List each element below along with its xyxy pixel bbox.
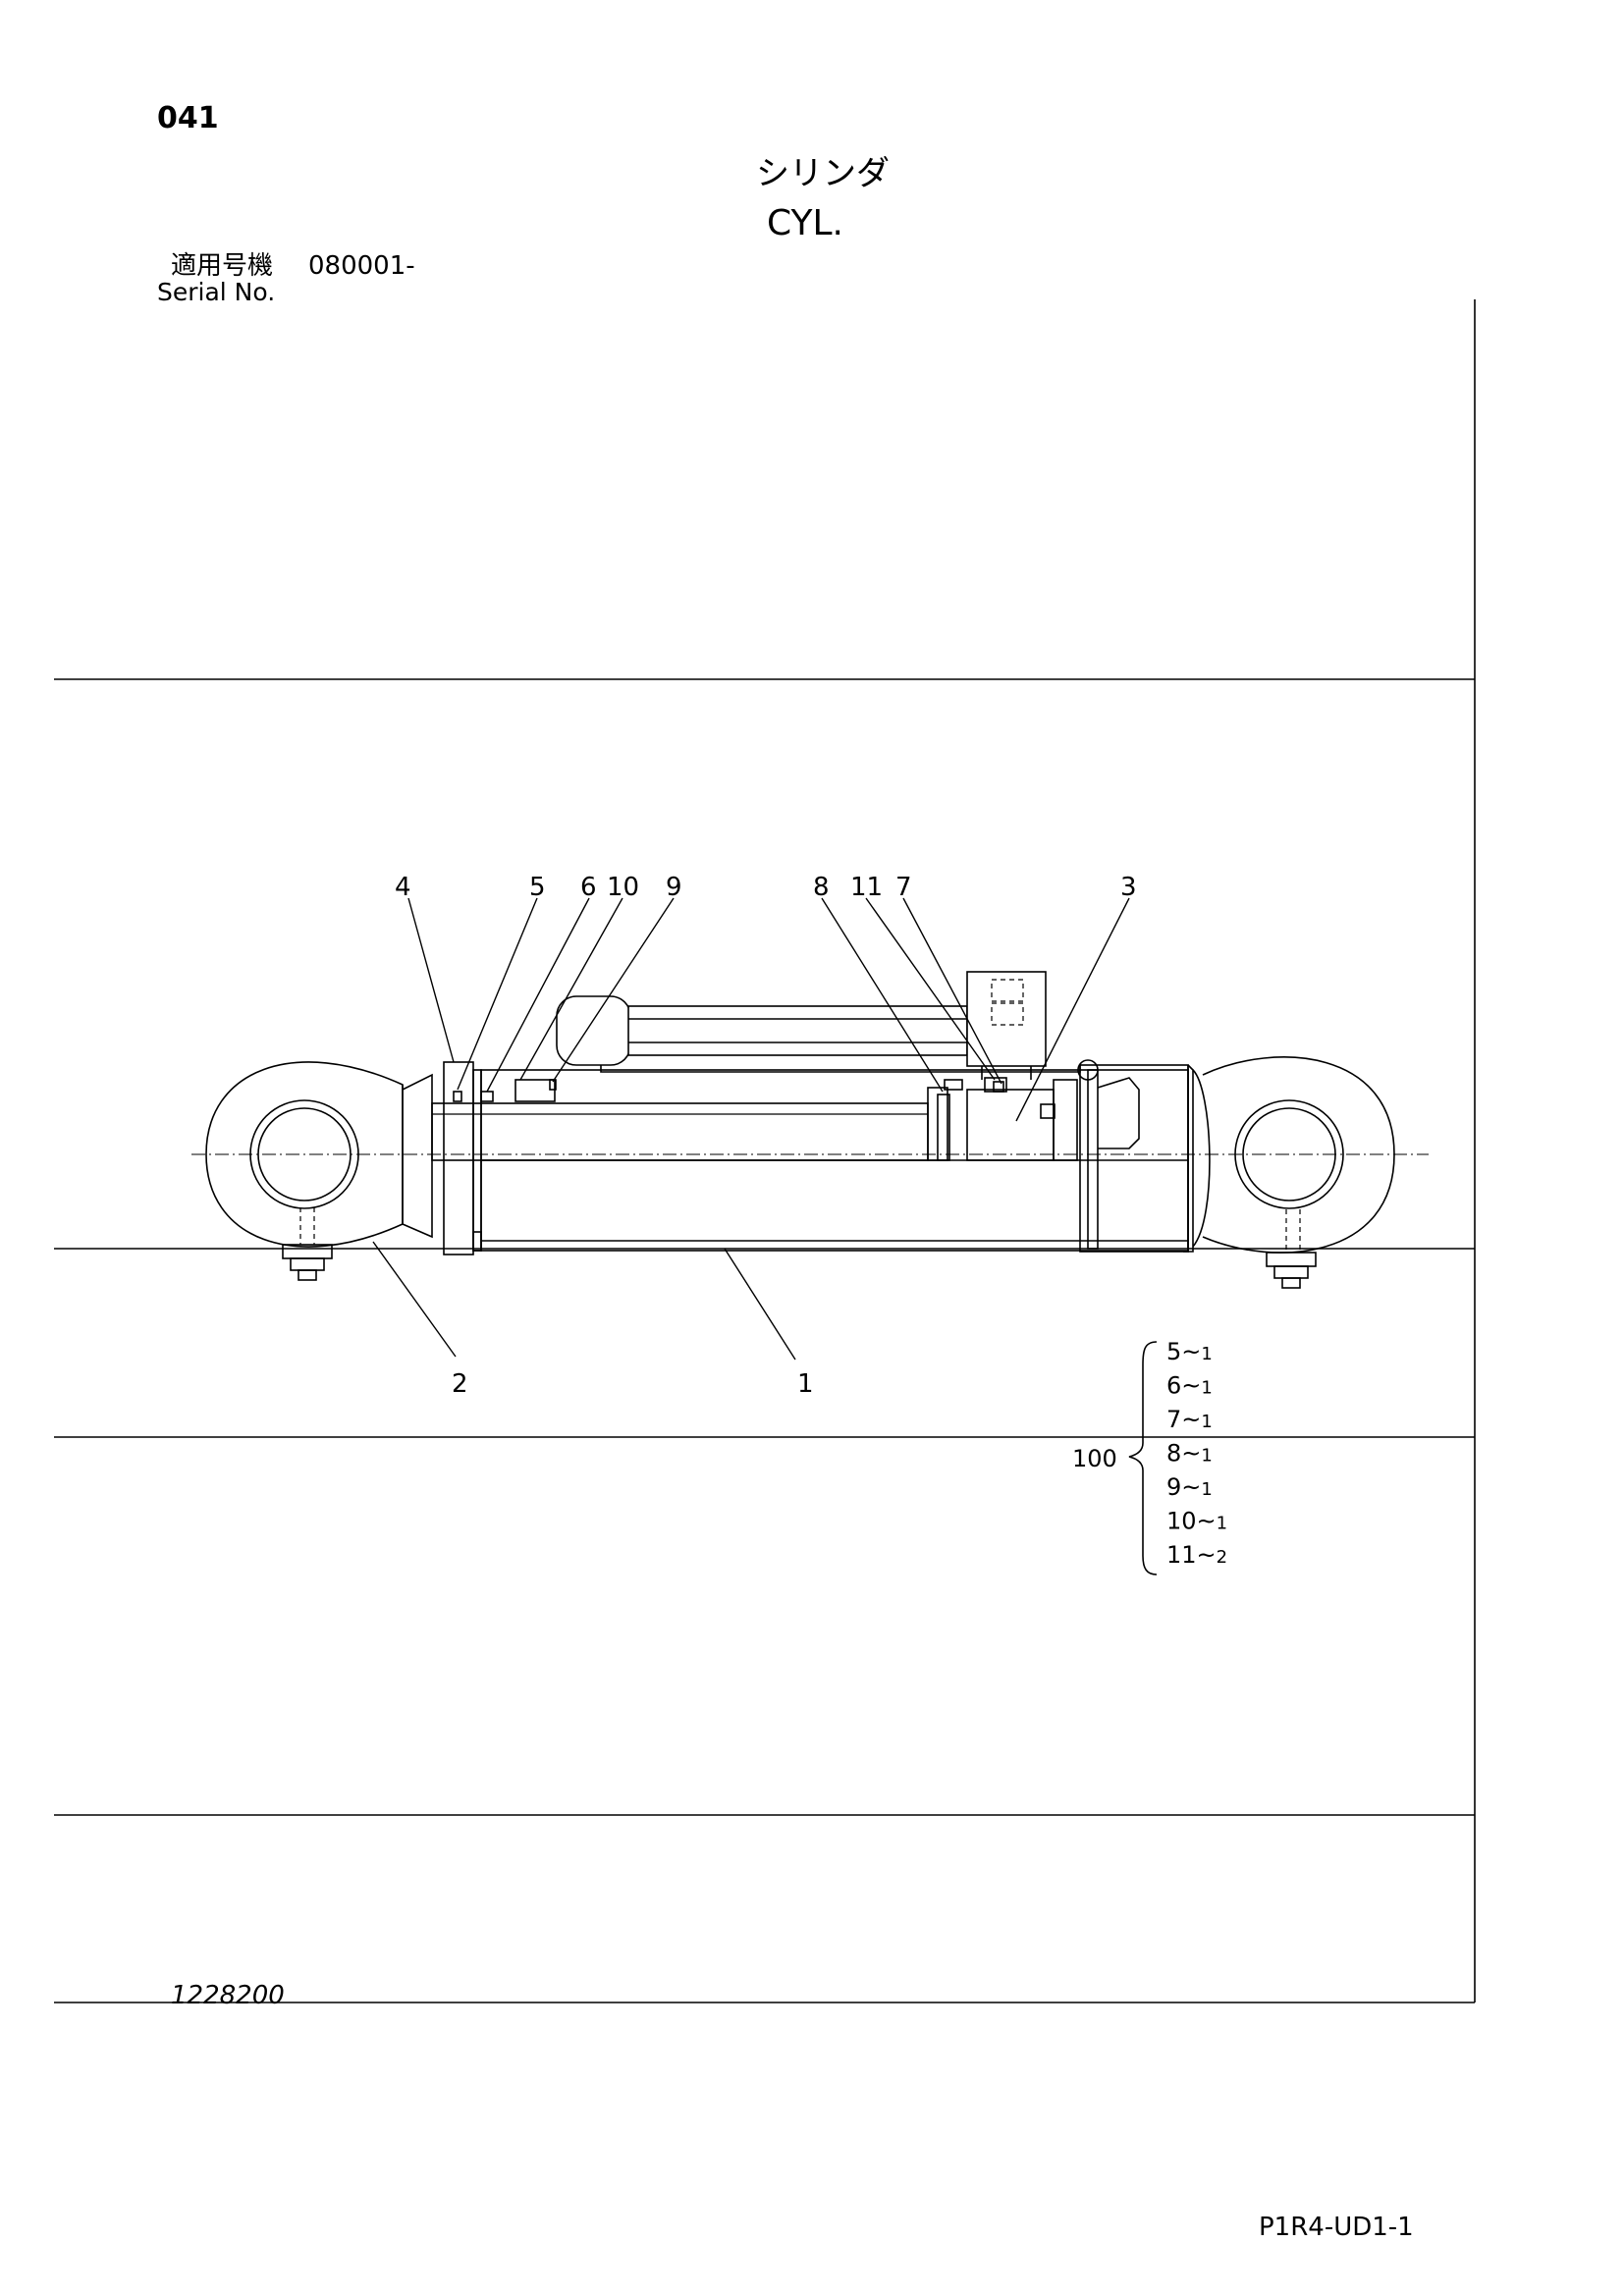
- title-japanese: シリンダ: [756, 154, 890, 193]
- serial-number-value: 080001-: [308, 251, 415, 281]
- serial-label-japanese: 適用号機: [171, 251, 274, 281]
- callout-1: 1: [797, 1369, 814, 1399]
- kit-rows: 5~1 6~1 7~1 8~1 9~1 10~1 11~2: [1166, 1338, 1227, 1569]
- callout-7: 7: [895, 873, 912, 902]
- grease-nipple-right: [1266, 1209, 1317, 1289]
- leader-lines: [372, 897, 1130, 1361]
- callout-5: 5: [529, 873, 546, 902]
- page-code: 041: [157, 101, 219, 135]
- callout-6: 6: [580, 873, 597, 902]
- kit-item-8: 8~1: [1166, 1440, 1213, 1468]
- kit-item-7: 7~1: [1166, 1406, 1213, 1433]
- callout-3: 3: [1120, 873, 1137, 902]
- seal-kit-list: 100 5~1 6~1 7~1 8~1 9~1 10~1 11~2: [1072, 1338, 1227, 1575]
- kit-number: 100: [1072, 1445, 1117, 1472]
- page-frame: [54, 299, 1476, 2003]
- callout-9: 9: [666, 873, 682, 902]
- drawing-number: 1228200: [171, 1981, 285, 2010]
- grease-nipple-left: [282, 1207, 333, 1281]
- callout-4: 4: [395, 873, 411, 902]
- kit-item-11: 11~2: [1166, 1541, 1227, 1569]
- serial-label-english: Serial No.: [157, 278, 276, 306]
- callout-labels: 4 5 6 10 9 8 11 7 3 2 1: [395, 873, 1137, 1399]
- title-english: CYL.: [767, 203, 843, 243]
- callout-8: 8: [813, 873, 830, 902]
- callout-10: 10: [607, 873, 639, 902]
- kit-item-5: 5~1: [1166, 1338, 1213, 1365]
- kit-item-10: 10~1: [1166, 1508, 1227, 1535]
- callout-11: 11: [850, 873, 883, 902]
- cylinder-drawing: [191, 971, 1429, 1289]
- kit-item-6: 6~1: [1166, 1372, 1213, 1400]
- page-reference: P1R4-UD1-1: [1259, 2213, 1414, 2242]
- callout-2: 2: [452, 1369, 468, 1399]
- kit-item-9: 9~1: [1166, 1473, 1213, 1501]
